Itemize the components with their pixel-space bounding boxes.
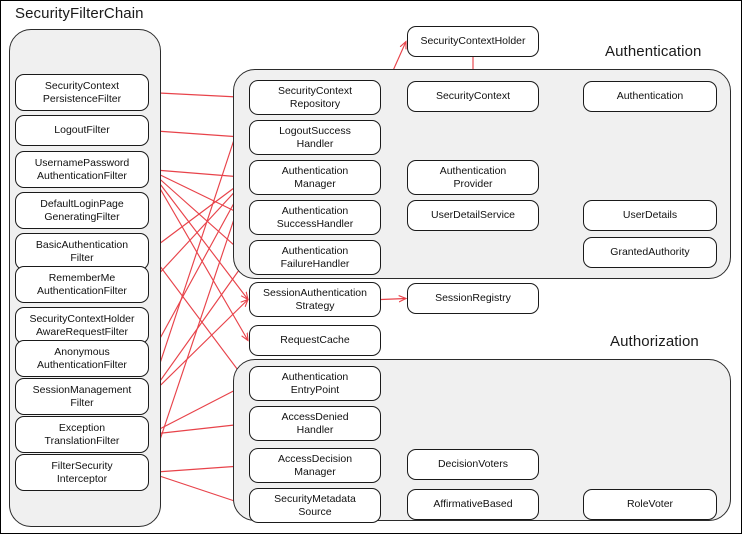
node-affirmative-based[interactable]: AffirmativeBased [407, 489, 539, 520]
node-access-denied-handler[interactable]: AccessDenied Handler [249, 406, 381, 441]
node-authentication-success-handler[interactable]: Authentication SuccessHandler [249, 200, 381, 235]
node-authentication-interface[interactable]: Authentication [583, 81, 717, 112]
node-remember-me-authentication-filter[interactable]: RememberMe AuthenticationFilter [15, 266, 149, 303]
node-authentication-provider[interactable]: Authentication Provider [407, 160, 539, 195]
node-granted-authority[interactable]: GrantedAuthority [583, 237, 717, 268]
node-filter-security-interceptor[interactable]: FilterSecurity Interceptor [15, 454, 149, 491]
node-access-decision-manager[interactable]: AccessDecision Manager [249, 448, 381, 483]
node-security-context[interactable]: SecurityContext [407, 81, 539, 112]
arrow-session-authentication-strategy-to-session-registry [380, 299, 406, 300]
node-authentication-manager[interactable]: Authentication Manager [249, 160, 381, 195]
node-exception-translation-filter[interactable]: Exception TranslationFilter [15, 416, 149, 453]
node-security-context-holder-aware-request-filter[interactable]: SecurityContextHolder AwareRequestFilter [15, 307, 149, 344]
node-logout-filter[interactable]: LogoutFilter [15, 115, 149, 146]
node-role-voter[interactable]: RoleVoter [583, 489, 717, 520]
node-username-password-authentication-filter[interactable]: UsernamePassword AuthenticationFilter [15, 151, 149, 188]
arrow-basic-authentication-filter-to-authentication-entry-point [148, 251, 248, 384]
node-default-login-page-generating-filter[interactable]: DefaultLoginPage GeneratingFilter [15, 192, 149, 229]
node-session-management-filter[interactable]: SessionManagement Filter [15, 378, 149, 415]
group-title-security-filter-chain: SecurityFilterChain [15, 5, 144, 22]
group-title-authorization: Authorization [610, 333, 699, 350]
node-security-context-holder[interactable]: SecurityContextHolder [407, 26, 539, 57]
node-anonymous-authentication-filter[interactable]: Anonymous AuthenticationFilter [15, 340, 149, 377]
node-authentication-entry-point[interactable]: Authentication EntryPoint [249, 366, 381, 401]
node-decision-voters[interactable]: DecisionVoters [407, 449, 539, 480]
node-authentication-failure-handler[interactable]: Authentication FailureHandler [249, 240, 381, 275]
node-basic-authentication-filter[interactable]: BasicAuthentication Filter [15, 233, 149, 270]
node-security-metadata-source[interactable]: SecurityMetadata Source [249, 488, 381, 523]
node-user-details[interactable]: UserDetails [583, 200, 717, 231]
node-session-authentication-strategy[interactable]: SessionAuthentication Strategy [249, 282, 381, 317]
node-session-registry[interactable]: SessionRegistry [407, 283, 539, 314]
node-security-context-persistence-filter[interactable]: SecurityContext PersistenceFilter [15, 74, 149, 111]
node-security-context-repository[interactable]: SecurityContext Repository [249, 80, 381, 115]
node-user-detail-service[interactable]: UserDetailService [407, 200, 539, 231]
node-logout-success-handler[interactable]: LogoutSuccess Handler [249, 120, 381, 155]
node-request-cache[interactable]: RequestCache [249, 325, 381, 356]
group-title-authentication: Authentication [605, 43, 702, 60]
